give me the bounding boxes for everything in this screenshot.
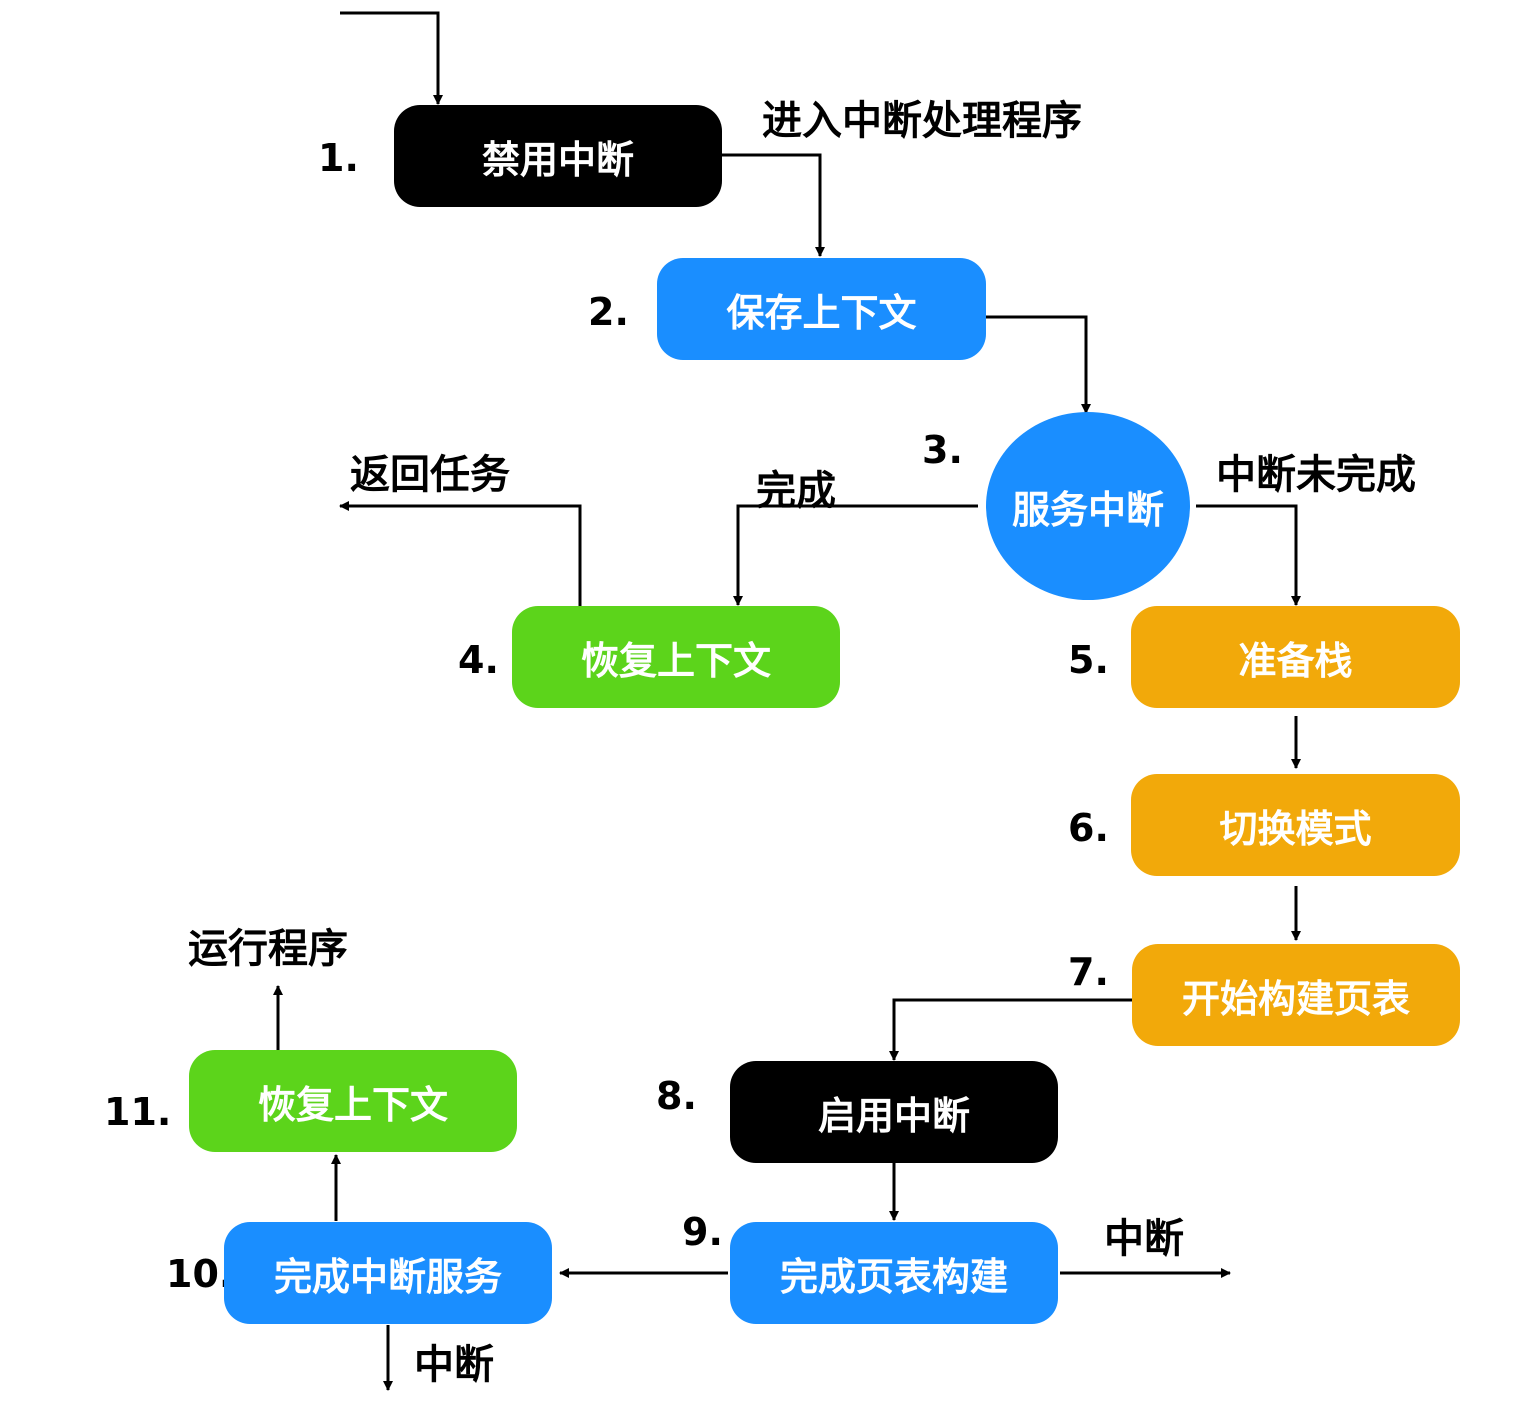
arrow-7-to-8 [889, 998, 1134, 1061]
edge-label-not-done: 中断未完成 [1216, 452, 1416, 498]
arrow-1-to-2 [722, 153, 825, 257]
step-4-label: 恢复上下文 [580, 638, 771, 683]
step-2-label: 保存上下文 [726, 290, 917, 335]
arrow-3-to-5 [1196, 504, 1301, 606]
edge-label-enter-handler: 进入中断处理程序 [762, 98, 1082, 144]
step-11-label: 恢复上下文 [257, 1082, 448, 1127]
step-11-restore-context: 恢复上下文 [189, 1050, 517, 1152]
arrow-3-to-4 [733, 504, 978, 606]
edge-label-return-task: 返回任务 [350, 452, 510, 498]
step-1-disable-interrupts: 禁用中断 [394, 105, 722, 207]
step-1-label: 禁用中断 [481, 137, 634, 182]
step-3-label: 服务中断 [1011, 487, 1164, 532]
arrow-4-return-task [339, 501, 582, 606]
step-6-number: 6. [1068, 806, 1109, 850]
step-7-label: 开始构建页表 [1181, 976, 1410, 1021]
step-7-start-page-table: 开始构建页表 [1132, 944, 1460, 1046]
step-7-number: 7. [1068, 950, 1109, 994]
step-6-switch-mode: 切换模式 [1131, 774, 1460, 876]
edge-label-run-program: 运行程序 [188, 926, 348, 972]
step-3-service-interrupt: 服务中断 [986, 412, 1190, 600]
step-9-label: 完成页表构建 [779, 1254, 1008, 1299]
step-9-number: 9. [682, 1210, 723, 1254]
step-2-save-context: 保存上下文 [657, 258, 986, 360]
edge-label-interrupt-right: 中断 [1104, 1216, 1184, 1262]
step-10-finish-interrupt-service: 完成中断服务 [224, 1222, 552, 1324]
step-9-finish-page-table: 完成页表构建 [730, 1222, 1058, 1324]
edge-label-done: 完成 [756, 468, 836, 514]
arrow-2-to-3 [986, 315, 1091, 414]
step-5-label: 准备栈 [1238, 638, 1353, 683]
step-5-prepare-stack: 准备栈 [1131, 606, 1460, 708]
step-10-label: 完成中断服务 [273, 1254, 502, 1299]
step-8-label: 启用中断 [817, 1093, 970, 1138]
step-4-number: 4. [458, 638, 499, 682]
step-3-number: 3. [922, 428, 963, 472]
step-2-number: 2. [588, 290, 629, 334]
step-8-enable-interrupts: 启用中断 [730, 1061, 1058, 1163]
step-8-number: 8. [656, 1074, 697, 1118]
edge-label-interrupt-down: 中断 [414, 1342, 494, 1388]
step-10-number: 10. [166, 1252, 234, 1296]
step-1-number: 1. [318, 136, 359, 180]
step-6-label: 切换模式 [1219, 806, 1372, 851]
entry-arrow [340, 11, 443, 105]
step-5-number: 5. [1068, 638, 1109, 682]
step-4-restore-context: 恢复上下文 [512, 606, 840, 708]
step-11-number: 11. [104, 1090, 172, 1134]
